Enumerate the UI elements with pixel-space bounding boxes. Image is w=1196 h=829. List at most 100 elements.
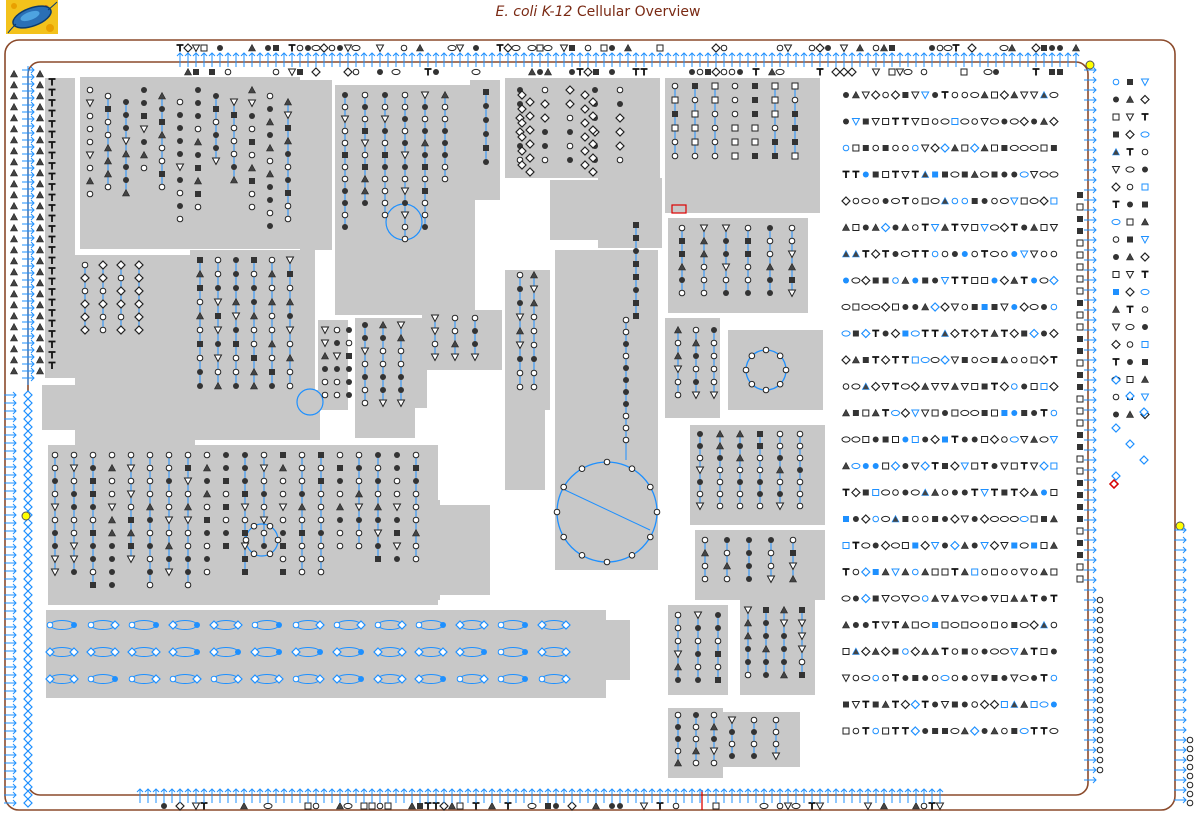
metabolite-node[interactable] — [932, 675, 938, 681]
metabolite-node[interactable] — [109, 478, 115, 484]
metabolite-node[interactable] — [732, 111, 738, 117]
metabolite-node[interactable] — [991, 542, 999, 550]
metabolite-node[interactable] — [249, 152, 255, 158]
metabolite-node[interactable] — [356, 478, 362, 484]
metabolite-node[interactable] — [1077, 432, 1083, 438]
metabolite-node[interactable] — [267, 132, 273, 138]
metabolite-node[interactable] — [1077, 192, 1083, 198]
metabolite-node[interactable] — [1000, 516, 1008, 521]
metabolite-node[interactable] — [981, 463, 988, 470]
metabolite-node[interactable] — [241, 803, 248, 810]
metabolite-node[interactable] — [902, 437, 908, 443]
metabolite-node[interactable] — [873, 596, 879, 602]
metabolite-node[interactable] — [763, 659, 769, 665]
metabolite-node[interactable] — [398, 361, 404, 367]
metabolite-node[interactable] — [24, 559, 32, 567]
metabolite-node[interactable] — [544, 45, 552, 50]
metabolite-node[interactable] — [1142, 324, 1148, 330]
metabolite-node[interactable] — [922, 702, 929, 709]
metabolite-node[interactable] — [1050, 542, 1057, 549]
metabolite-node[interactable] — [337, 517, 343, 523]
metabolite-node[interactable] — [942, 702, 949, 709]
metabolite-node[interactable] — [1000, 91, 1008, 99]
metabolite-node[interactable] — [1127, 184, 1133, 190]
metabolite-node[interactable] — [1077, 336, 1083, 342]
metabolite-node[interactable] — [382, 128, 388, 134]
metabolite-node[interactable] — [24, 471, 32, 479]
metabolite-node[interactable] — [356, 465, 362, 471]
metabolite-node[interactable] — [1021, 701, 1028, 708]
metabolite-node[interactable] — [1127, 149, 1134, 156]
metabolite-node[interactable] — [641, 803, 648, 810]
metabolite-node[interactable] — [1002, 622, 1008, 628]
metabolite-node[interactable] — [951, 304, 958, 311]
metabolite-node[interactable] — [1001, 172, 1007, 178]
metabolite-node[interactable] — [757, 467, 763, 473]
metabolite-node[interactable] — [318, 478, 324, 484]
metabolite-node[interactable] — [24, 543, 32, 551]
metabolite-node[interactable] — [334, 366, 340, 372]
metabolite-node[interactable] — [185, 465, 191, 471]
metabolite-node[interactable] — [517, 370, 523, 376]
metabolite-node[interactable] — [1002, 569, 1008, 575]
metabolite-node[interactable] — [318, 569, 324, 575]
metabolite-node[interactable] — [11, 203, 18, 210]
metabolite-node[interactable] — [862, 543, 870, 548]
metabolite-node[interactable] — [473, 45, 479, 51]
metabolite-node[interactable] — [745, 238, 751, 244]
metabolite-node[interactable] — [863, 172, 869, 178]
metabolite-node[interactable] — [215, 257, 221, 263]
metabolite-node[interactable] — [11, 93, 18, 100]
metabolite-node[interactable] — [675, 736, 681, 742]
metabolite-node[interactable] — [87, 113, 93, 119]
metabolite-node[interactable] — [797, 479, 803, 485]
metabolite-node[interactable] — [265, 45, 271, 51]
metabolite-node[interactable] — [287, 313, 293, 319]
metabolite-node[interactable] — [251, 523, 257, 529]
metabolite-node[interactable] — [1011, 172, 1017, 178]
metabolite-node[interactable] — [873, 278, 879, 284]
metabolite-node[interactable] — [422, 164, 428, 170]
metabolite-node[interactable] — [675, 379, 681, 385]
metabolite-node[interactable] — [293, 622, 299, 628]
metabolite-node[interactable] — [717, 467, 723, 473]
metabolite-node[interactable] — [972, 251, 978, 257]
metabolite-node[interactable] — [951, 278, 958, 285]
metabolite-node[interactable] — [252, 622, 258, 628]
metabolite-node[interactable] — [862, 648, 870, 656]
metabolite-node[interactable] — [11, 192, 18, 199]
metabolite-node[interactable] — [440, 802, 448, 810]
metabolite-node[interactable] — [751, 717, 757, 723]
metabolite-node[interactable] — [746, 550, 752, 556]
metabolite-node[interactable] — [768, 537, 774, 543]
metabolite-node[interactable] — [1001, 331, 1008, 338]
metabolite-node[interactable] — [185, 69, 192, 76]
metabolite-node[interactable] — [24, 551, 32, 559]
metabolite-node[interactable] — [1021, 595, 1028, 602]
metabolite-node[interactable] — [287, 383, 293, 389]
metabolite-node[interactable] — [554, 509, 560, 515]
metabolite-node[interactable] — [242, 465, 248, 471]
metabolite-node[interactable] — [842, 437, 850, 442]
metabolite-node[interactable] — [961, 410, 969, 415]
metabolite-node[interactable] — [863, 463, 869, 469]
metabolite-node[interactable] — [1127, 202, 1133, 208]
metabolite-node[interactable] — [971, 622, 979, 627]
metabolite-node[interactable] — [889, 45, 895, 51]
metabolite-node[interactable] — [1142, 114, 1149, 121]
metabolite-node[interactable] — [147, 556, 153, 562]
metabolite-node[interactable] — [1126, 324, 1134, 329]
metabolite-node[interactable] — [1097, 667, 1103, 673]
metabolite-node[interactable] — [675, 748, 681, 754]
metabolite-node[interactable] — [757, 443, 763, 449]
metabolite-node[interactable] — [902, 516, 908, 522]
metabolite-node[interactable] — [1077, 360, 1083, 366]
metabolite-node[interactable] — [623, 401, 629, 407]
metabolite-node[interactable] — [1032, 44, 1040, 52]
metabolite-node[interactable] — [422, 152, 428, 158]
metabolite-node[interactable] — [233, 369, 239, 375]
metabolite-node[interactable] — [737, 503, 743, 509]
metabolite-node[interactable] — [1113, 132, 1119, 138]
metabolite-node[interactable] — [702, 537, 708, 543]
metabolite-node[interactable] — [693, 724, 699, 730]
